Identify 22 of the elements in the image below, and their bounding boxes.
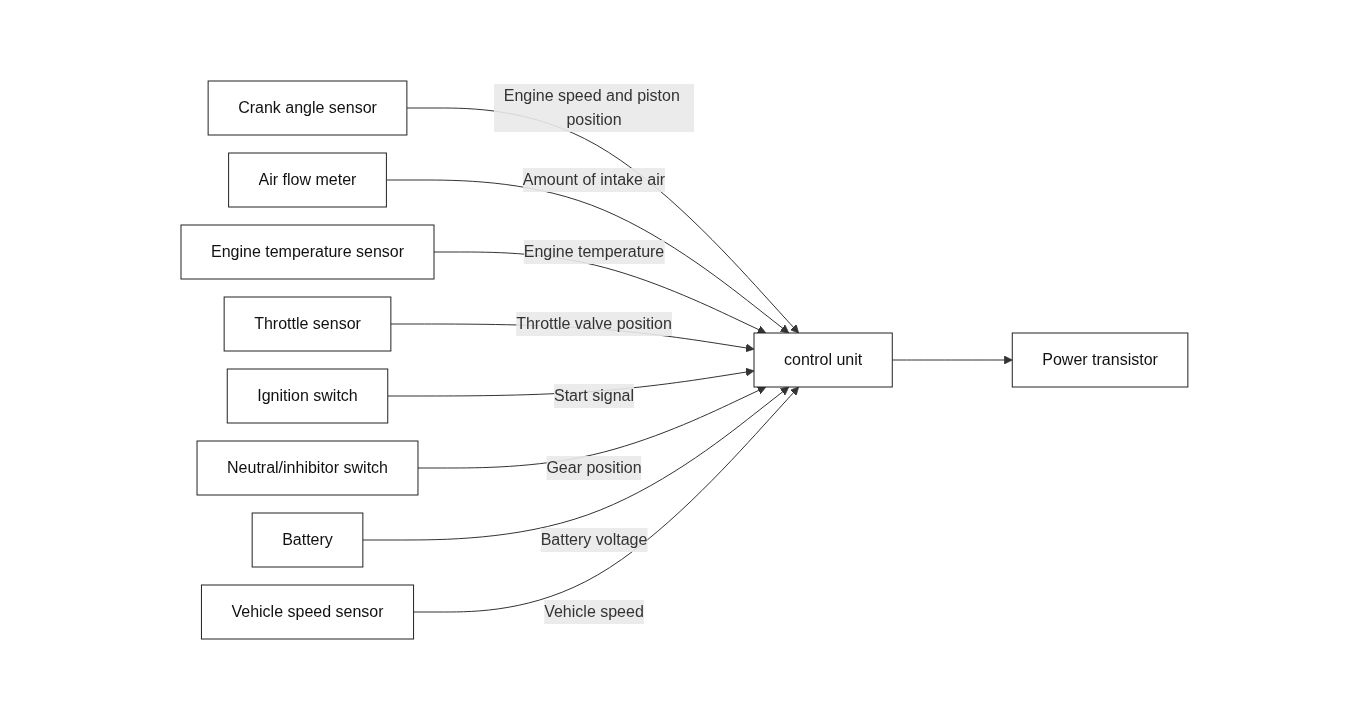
arrow — [891, 355, 1013, 365]
edge-label: Battery voltage — [540, 531, 648, 548]
node-box: Air flow meter — [228, 152, 387, 208]
node-box: Engine temperature sensor — [180, 224, 435, 280]
node-box: Ignition switch — [226, 368, 389, 424]
edge-label: Engine temperature — [523, 243, 665, 260]
node-box: Vehicle speed sensor — [201, 584, 415, 640]
arrow — [417, 386, 767, 469]
edge-label: Vehicle speed — [544, 603, 644, 620]
node-box: Neutral/inhibitor switch — [196, 440, 419, 496]
node-box: control unit — [753, 332, 893, 388]
edge-label: Throttle valve position — [516, 315, 672, 332]
edge-label: Gear position — [546, 459, 642, 476]
edge-label: Amount of intake air — [522, 171, 666, 188]
edge-label: Engine speed and piston position — [503, 87, 680, 128]
node-box: Power transistor — [1011, 332, 1189, 388]
arrow — [362, 386, 790, 541]
node-box: Throttle sensor — [223, 296, 392, 352]
node-box: Battery — [251, 512, 364, 568]
edge-label: Start signal — [554, 387, 635, 404]
arrow — [413, 386, 800, 613]
node-box: Crank angle sensor — [207, 80, 408, 136]
